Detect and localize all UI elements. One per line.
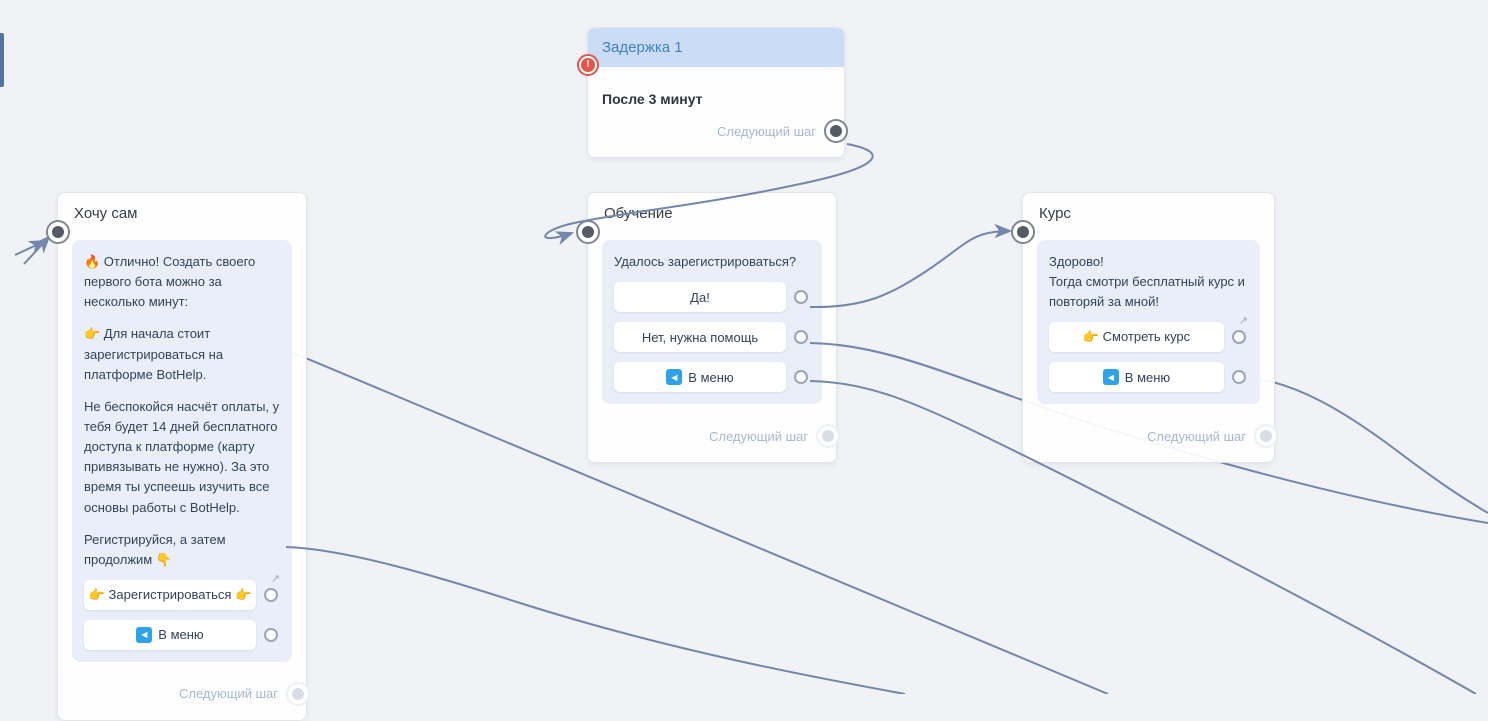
edge-self-menu-to-offscreen <box>285 546 906 694</box>
node-title: Обучение <box>604 205 673 222</box>
button-connector[interactable] <box>1232 330 1246 345</box>
node-self[interactable]: Хочу сам 🔥 Отлично! Создать своего перво… <box>46 192 310 721</box>
message-line: Тогда смотри бесплатный курс и повторяй … <box>1049 274 1245 310</box>
external-link-icon: ↗ <box>1238 315 1248 328</box>
edge-incoming-stub-1 <box>23 235 51 265</box>
back-icon: ◀ <box>666 369 683 386</box>
back-icon: ◀ <box>136 626 153 643</box>
edge-no-help-start <box>809 342 1001 393</box>
message-paragraph: 🔥 Отлично! Создать своего первого бота м… <box>84 254 256 310</box>
button-connector[interactable] <box>794 290 808 305</box>
button-connector[interactable] <box>264 587 278 602</box>
button-connector[interactable] <box>264 627 278 642</box>
next-step-connector[interactable] <box>816 424 840 449</box>
menu-button[interactable]: ◀ В меню <box>84 619 256 650</box>
message-bubble: Удалось зарегистрироваться? Да! Нет, нуж… <box>602 240 822 405</box>
input-connector[interactable] <box>576 220 600 244</box>
input-connector[interactable] <box>1011 220 1035 244</box>
edge-course-menu-to-offscreen <box>1248 376 1488 514</box>
message-bubble: Здорово! Тогда смотри бесплатный курс и … <box>1037 240 1260 405</box>
button-row-watch: 👉 Смотреть курс ↗ <box>1049 316 1248 353</box>
button-row-yes: Да! <box>614 282 810 313</box>
next-step-connector[interactable] <box>824 119 848 143</box>
next-step-connector[interactable] <box>1254 424 1278 449</box>
button-row-menu: ◀ В меню <box>1049 362 1248 393</box>
node-training[interactable]: Обучение Удалось зарегистрироваться? Да!… <box>576 192 840 464</box>
node-title: Задержка 1 <box>588 28 844 67</box>
offscreen-node-indicator <box>0 33 4 87</box>
node-delay[interactable]: Задержка 1 ! После 3 минут Следующий шаг <box>577 27 848 158</box>
button-connector[interactable] <box>794 370 808 385</box>
button-connector[interactable] <box>794 330 808 345</box>
watch-course-button[interactable]: 👉 Смотреть курс <box>1049 322 1224 353</box>
menu-button[interactable]: ◀ В меню <box>1049 362 1224 393</box>
message-paragraph: Удалось зарегистрироваться? <box>614 254 797 269</box>
back-icon: ◀ <box>1102 369 1119 386</box>
delay-condition-text: После 3 минут <box>602 91 703 107</box>
button-row-no: Нет, нужна помощь <box>614 322 810 353</box>
input-connector[interactable] <box>46 220 70 244</box>
next-step-label: Следующий шаг <box>717 123 816 139</box>
message-bubble: 🔥 Отлично! Создать своего первого бота м… <box>72 240 292 662</box>
register-button[interactable]: 👉 Зарегистрироваться 👉 <box>84 579 256 610</box>
message-paragraph: 👉 Для начала стоит зарегистрироваться на… <box>84 326 224 382</box>
button-row-register: 👉 Зарегистрироваться 👉 ↗ <box>84 573 280 610</box>
button-connector[interactable] <box>1232 370 1246 385</box>
message-paragraph: Регистрируйся, а затем продолжим 👇 <box>84 531 226 567</box>
node-title: Хочу сам <box>74 205 138 222</box>
alert-clock-icon: ! <box>577 54 599 76</box>
button-row-menu: ◀ В меню <box>614 362 810 393</box>
edge-incoming-stub-2 <box>14 240 48 256</box>
button-row-menu: ◀ В меню <box>84 619 280 650</box>
no-help-button[interactable]: Нет, нужна помощь <box>614 322 786 353</box>
message-line: Здорово! <box>1049 254 1104 269</box>
external-link-icon: ↗ <box>270 572 280 585</box>
yes-button[interactable]: Да! <box>614 282 786 313</box>
edge-yes-to-course <box>809 223 1013 309</box>
node-title: Курс <box>1039 205 1071 222</box>
node-course[interactable]: Курс Здорово! Тогда смотри бесплатный ку… <box>1011 192 1278 464</box>
next-step-label: Следующий шаг <box>709 428 808 444</box>
next-step-label: Следующий шаг <box>1147 428 1246 444</box>
menu-button[interactable]: ◀ В меню <box>614 362 786 393</box>
message-paragraph: Не беспокойся насчёт оплаты, у тебя буде… <box>84 398 280 515</box>
